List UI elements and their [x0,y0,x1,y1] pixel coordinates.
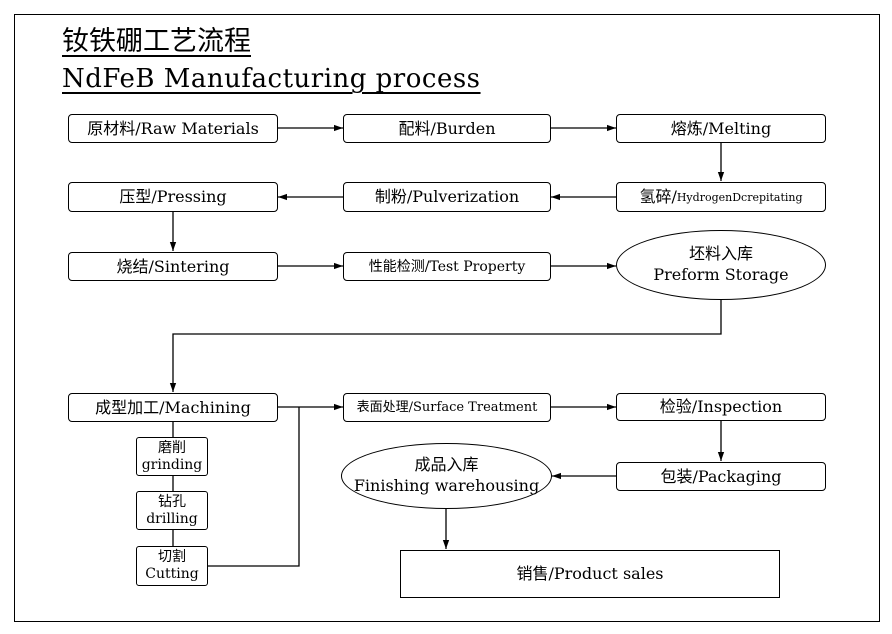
surface-treatment-step: 表面处理/Surface Treatment [343,393,551,422]
test-property-step: 性能检测/Test Property [343,252,551,281]
drilling-label-cn: 钻孔 [158,493,186,510]
burden-step: 配料/Burden [343,114,551,143]
title-english: NdFeB Manufacturing process [62,64,481,94]
grinding-label-cn: 磨削 [158,439,186,456]
drilling-substep: 钻孔 drilling [136,491,208,530]
cutting-label-en: Cutting [145,566,199,582]
hydrogen-decrepitating-step: 氢碎/HydrogenDcrepitating [616,182,826,212]
inspection-step: 检验/Inspection [616,393,826,421]
sintering-step: 烧结/Sintering [68,252,278,281]
preform-storage-ellipse: 坯料入库 Preform Storage [616,230,826,300]
packaging-step: 包装/Packaging [616,462,826,491]
product-sales-step: 销售/Product sales [400,550,780,598]
finishing-label-cn: 成品入库 [414,455,479,475]
pulverization-step: 制粉/Pulverization [343,182,551,212]
diagram-frame [14,14,880,622]
grinding-substep: 磨削 grinding [136,437,208,476]
grinding-label-en: grinding [141,456,203,473]
pressing-step: 压型/Pressing [68,182,278,212]
melting-step: 熔炼/Melting [616,114,826,143]
arrow-preform-to-machining [169,300,722,392]
finishing-label-en: Finishing warehousing [353,476,540,495]
hydrogen-label-cn: 氢碎/ [639,187,677,206]
hydrogen-label-en: HydrogenDcrepitating [676,190,803,204]
raw-materials-step: 原材料/Raw Materials [68,114,278,143]
cutting-substep: 切割 Cutting [136,546,208,586]
preform-label-cn: 坯料入库 [688,244,753,264]
title-chinese: 钕铁硼工艺流程 [62,26,251,57]
cutting-label-cn: 切割 [158,549,186,566]
preform-label-en: Preform Storage [653,265,789,284]
connector-cutting-to-surface [208,407,300,567]
finishing-warehousing-ellipse: 成品入库 Finishing warehousing [341,443,552,509]
drilling-label-en: drilling [146,510,198,527]
machining-step: 成型加工/Machining [68,393,278,422]
